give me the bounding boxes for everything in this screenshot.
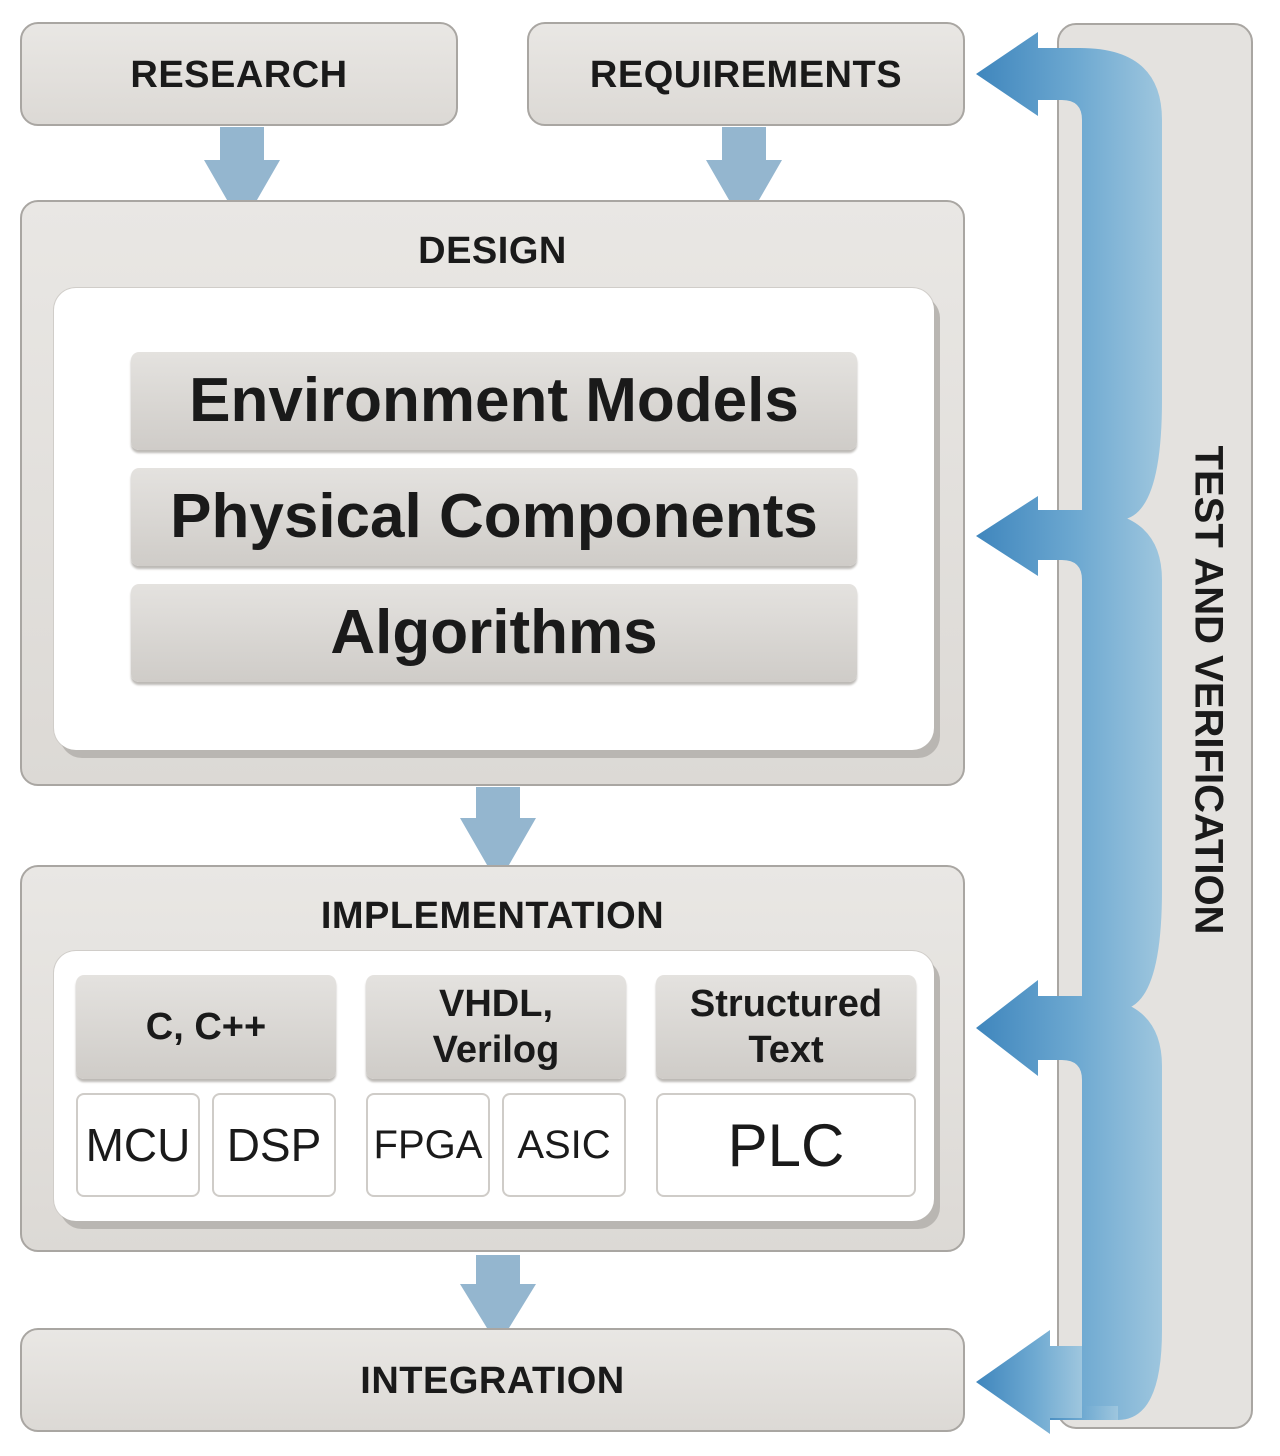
target-fpga: FPGA (366, 1093, 490, 1197)
arrow-design-to-implementation (460, 787, 536, 884)
test-verification-label: TEST AND VERIFICATION (1186, 445, 1231, 935)
arrow-requirements-to-design (706, 127, 782, 226)
target-asic: ASIC (502, 1093, 626, 1197)
arrow-feedback-integration-head (976, 1330, 1082, 1434)
research-label: RESEARCH (130, 54, 348, 96)
arrow-feedback-requirements (976, 32, 1162, 520)
requirements-box: REQUIREMENTS (527, 22, 965, 126)
arrow-feedback-implementation (976, 980, 1162, 1420)
integration-box: INTEGRATION (20, 1328, 965, 1432)
design-label: DESIGN (418, 230, 567, 272)
implementation-inner-panel: C, C++ MCU DSP VHDL, Verilog FPGA ASIC S… (54, 951, 934, 1221)
arrow-implementation-to-integration (460, 1255, 536, 1346)
requirements-label: REQUIREMENTS (589, 54, 903, 96)
arrow-research-to-design (204, 127, 280, 226)
implementation-box: IMPLEMENTATION C, C++ MCU DSP VHDL, Veri… (20, 865, 965, 1252)
integration-label: INTEGRATION (360, 1360, 625, 1402)
target-mcu: MCU (76, 1093, 200, 1197)
language-verilog-line: Verilog (432, 1029, 560, 1071)
design-item-algorithms: Algorithms (131, 584, 857, 682)
language-structured-line: Structured (689, 982, 883, 1025)
design-item-environment-models: Environment Models (131, 352, 857, 450)
language-vhdl-line: VHDL, (439, 982, 553, 1025)
language-text-line: Text (748, 1029, 824, 1071)
research-box: RESEARCH (20, 22, 458, 126)
design-inner-panel: Environment Models Physical Components A… (54, 288, 934, 750)
implementation-label: IMPLEMENTATION (320, 895, 665, 937)
design-box: DESIGN Environment Models Physical Compo… (20, 200, 965, 786)
target-plc: PLC (656, 1093, 916, 1197)
design-item-physical-components: Physical Components (131, 468, 857, 566)
language-vhdl-verilog: VHDL, Verilog (366, 975, 626, 1079)
target-dsp: DSP (212, 1093, 336, 1197)
language-structured-text: Structured Text (656, 975, 916, 1079)
feedback-arrows (976, 32, 1162, 1434)
arrow-feedback-design (976, 496, 1162, 1010)
language-c-cpp: C, C++ (76, 975, 336, 1079)
